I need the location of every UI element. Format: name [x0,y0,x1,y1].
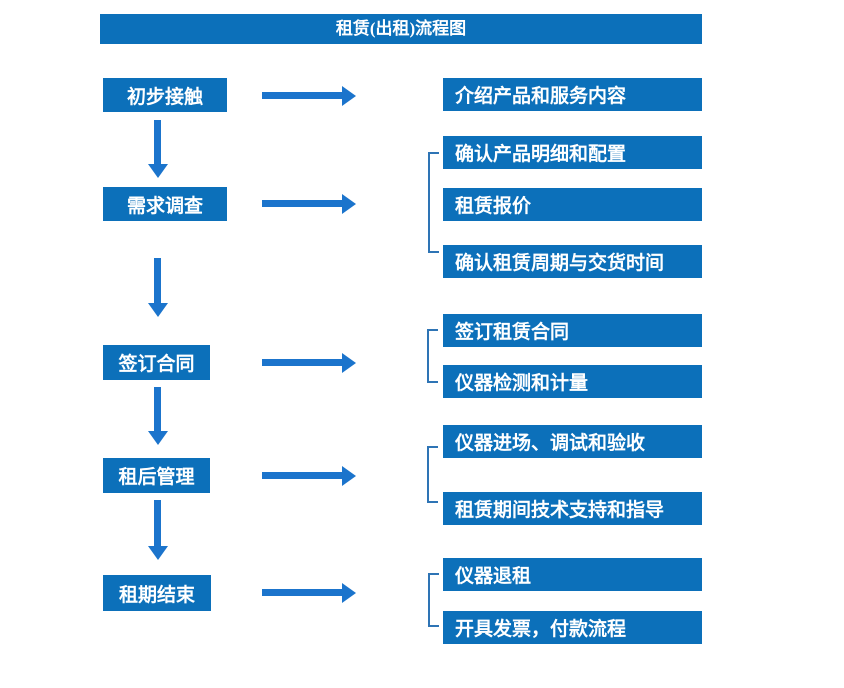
step-box-instrument-testing: 仪器检测和计量 [443,365,702,398]
group-bracket [428,152,439,253]
step-box-tech-support: 租赁期间技术支持和指导 [443,492,702,525]
arrow-down-icon [154,120,161,164]
stage-box-sign-contract: 签订合同 [103,345,210,380]
step-box-confirm-rental-period: 确认租赁周期与交货时间 [443,245,702,278]
group-bracket [427,329,438,383]
stage-box-initial-contact: 初步接触 [103,78,227,112]
arrow-right-icon [262,359,342,366]
step-box-rental-quote: 租赁报价 [443,188,702,221]
stage-box-post-rental-management: 租后管理 [103,458,210,493]
stage-box-needs-survey: 需求调查 [103,187,227,221]
stage-box-rental-end: 租期结束 [103,575,211,611]
arrow-right-icon [262,92,342,99]
step-box-invoice-payment: 开具发票，付款流程 [443,611,702,644]
flowchart-title: 租赁(出租)流程图 [100,14,702,44]
arrow-right-icon [262,472,342,479]
arrow-down-icon [154,387,161,431]
step-box-introduce-products: 介绍产品和服务内容 [443,78,702,111]
group-bracket [427,446,438,503]
arrow-down-icon [154,258,161,303]
group-bracket [428,573,439,627]
step-box-instrument-return: 仪器退租 [443,558,702,591]
arrow-down-icon [154,500,161,546]
step-box-instrument-setup: 仪器进场、调试和验收 [443,425,702,458]
step-box-confirm-product-details: 确认产品明细和配置 [443,136,702,169]
arrow-right-icon [262,200,342,207]
arrow-right-icon [262,589,342,596]
step-box-sign-rental-contract: 签订租赁合同 [443,314,702,347]
